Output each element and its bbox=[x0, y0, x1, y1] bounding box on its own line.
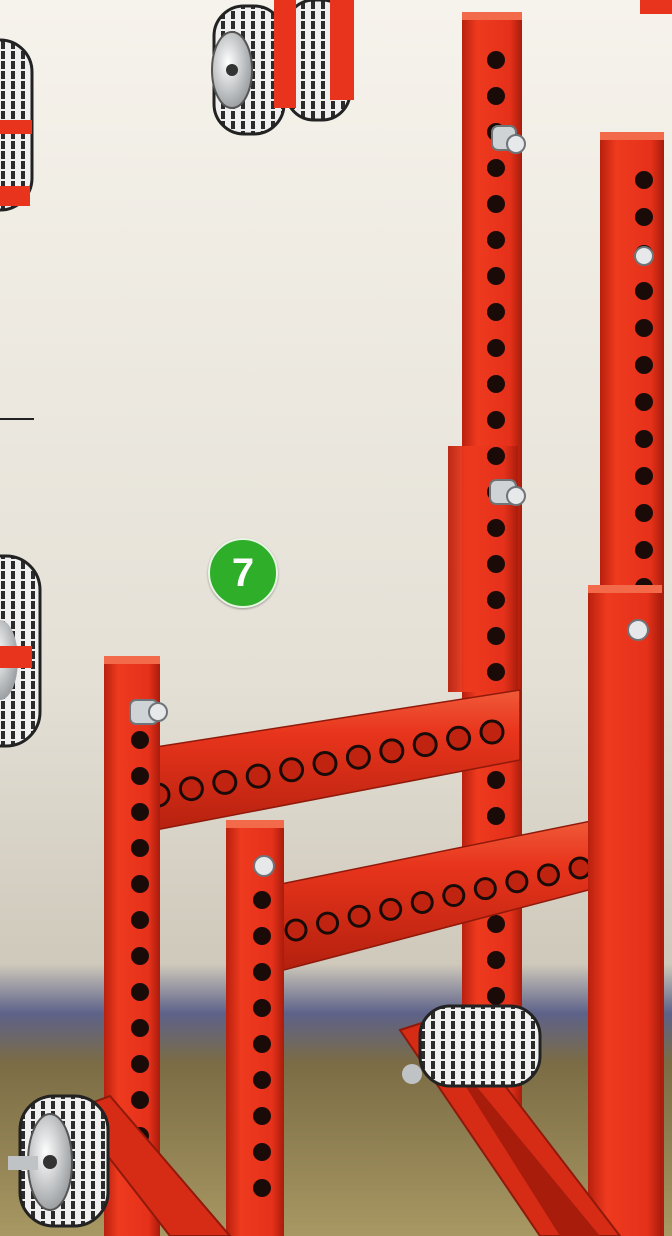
beam-hole bbox=[507, 872, 527, 892]
beam-hole bbox=[253, 1107, 271, 1125]
beam-hole bbox=[349, 906, 369, 926]
step-number-badge: 7 bbox=[208, 538, 278, 608]
beam-hole bbox=[253, 1143, 271, 1161]
beam-hole bbox=[487, 447, 505, 465]
beam-hole bbox=[131, 875, 149, 893]
beam-hole bbox=[253, 963, 271, 981]
beam-hole bbox=[635, 393, 653, 411]
beam-hole bbox=[635, 282, 653, 300]
beam-hole bbox=[214, 771, 236, 793]
beam-hole bbox=[253, 999, 271, 1017]
axle-pin-icon bbox=[130, 700, 167, 724]
tyre-icon bbox=[212, 0, 354, 134]
beam-hole bbox=[635, 541, 653, 559]
beam-hole bbox=[487, 231, 505, 249]
beam-hole bbox=[253, 1035, 271, 1053]
left-mid-tyre bbox=[0, 556, 40, 746]
beam-hole bbox=[381, 740, 403, 762]
beam-hole bbox=[487, 519, 505, 537]
front-right-post bbox=[588, 585, 662, 1236]
left-top-tyre bbox=[0, 40, 32, 210]
beam-hole bbox=[487, 807, 505, 825]
beam-hole bbox=[253, 1179, 271, 1197]
beam-hole bbox=[318, 913, 338, 933]
beam-hole bbox=[286, 920, 306, 940]
beam-hole bbox=[570, 858, 590, 878]
beam-hole bbox=[635, 356, 653, 374]
tyre-icon bbox=[8, 1096, 108, 1226]
beam-hole bbox=[414, 734, 436, 756]
beam-hole bbox=[487, 267, 505, 285]
beam-hole bbox=[487, 915, 505, 933]
beam-hole bbox=[487, 411, 505, 429]
beam-hole bbox=[635, 319, 653, 337]
step-number: 7 bbox=[232, 553, 254, 593]
beam-hole bbox=[538, 865, 558, 885]
beam-hole bbox=[247, 765, 269, 787]
beam-hole bbox=[487, 987, 505, 1005]
beam-hole bbox=[487, 87, 505, 105]
beam-hole bbox=[131, 839, 149, 857]
beam-hole bbox=[487, 195, 505, 213]
beam-hole bbox=[180, 778, 202, 800]
beam-hole bbox=[487, 555, 505, 573]
beam-hole bbox=[635, 171, 653, 189]
front-tyre bbox=[8, 1096, 108, 1226]
beam-hole bbox=[635, 208, 653, 226]
beam-hole bbox=[448, 727, 470, 749]
beam-hole bbox=[487, 375, 505, 393]
beam-hole bbox=[487, 339, 505, 357]
beam-hole bbox=[131, 1019, 149, 1037]
beam-hole bbox=[475, 879, 495, 899]
beam-hole bbox=[347, 746, 369, 768]
beam-hole bbox=[253, 1071, 271, 1089]
beam-hole bbox=[381, 899, 401, 919]
middle-post bbox=[226, 820, 284, 1236]
beam-hole bbox=[131, 983, 149, 1001]
beam-hole bbox=[412, 892, 432, 912]
beam-hole bbox=[131, 803, 149, 821]
beam-hole bbox=[131, 947, 149, 965]
beam-hole bbox=[635, 430, 653, 448]
beam-hole bbox=[487, 627, 505, 645]
beam-hole bbox=[281, 759, 303, 781]
beam-hole bbox=[131, 911, 149, 929]
beam-hole bbox=[131, 1091, 149, 1109]
beam-hole bbox=[487, 303, 505, 321]
beam-hole bbox=[487, 51, 505, 69]
beam-hole bbox=[487, 663, 505, 681]
beam-hole bbox=[487, 159, 505, 177]
beam-hole bbox=[253, 891, 271, 909]
beam-hole bbox=[487, 591, 505, 609]
top-right-beam-fragment bbox=[640, 0, 672, 14]
beam-hole bbox=[481, 721, 503, 743]
beam-hole bbox=[487, 951, 505, 969]
beam-hole bbox=[635, 504, 653, 522]
beam-hole bbox=[635, 467, 653, 485]
beam-hole bbox=[253, 927, 271, 945]
beam-hole bbox=[444, 886, 464, 906]
beam-hole bbox=[131, 731, 149, 749]
beam-hole bbox=[314, 753, 336, 775]
beam-hole bbox=[487, 771, 505, 789]
beam-hole bbox=[131, 767, 149, 785]
beam-hole bbox=[131, 1055, 149, 1073]
upper-tyre-pair bbox=[212, 0, 354, 134]
